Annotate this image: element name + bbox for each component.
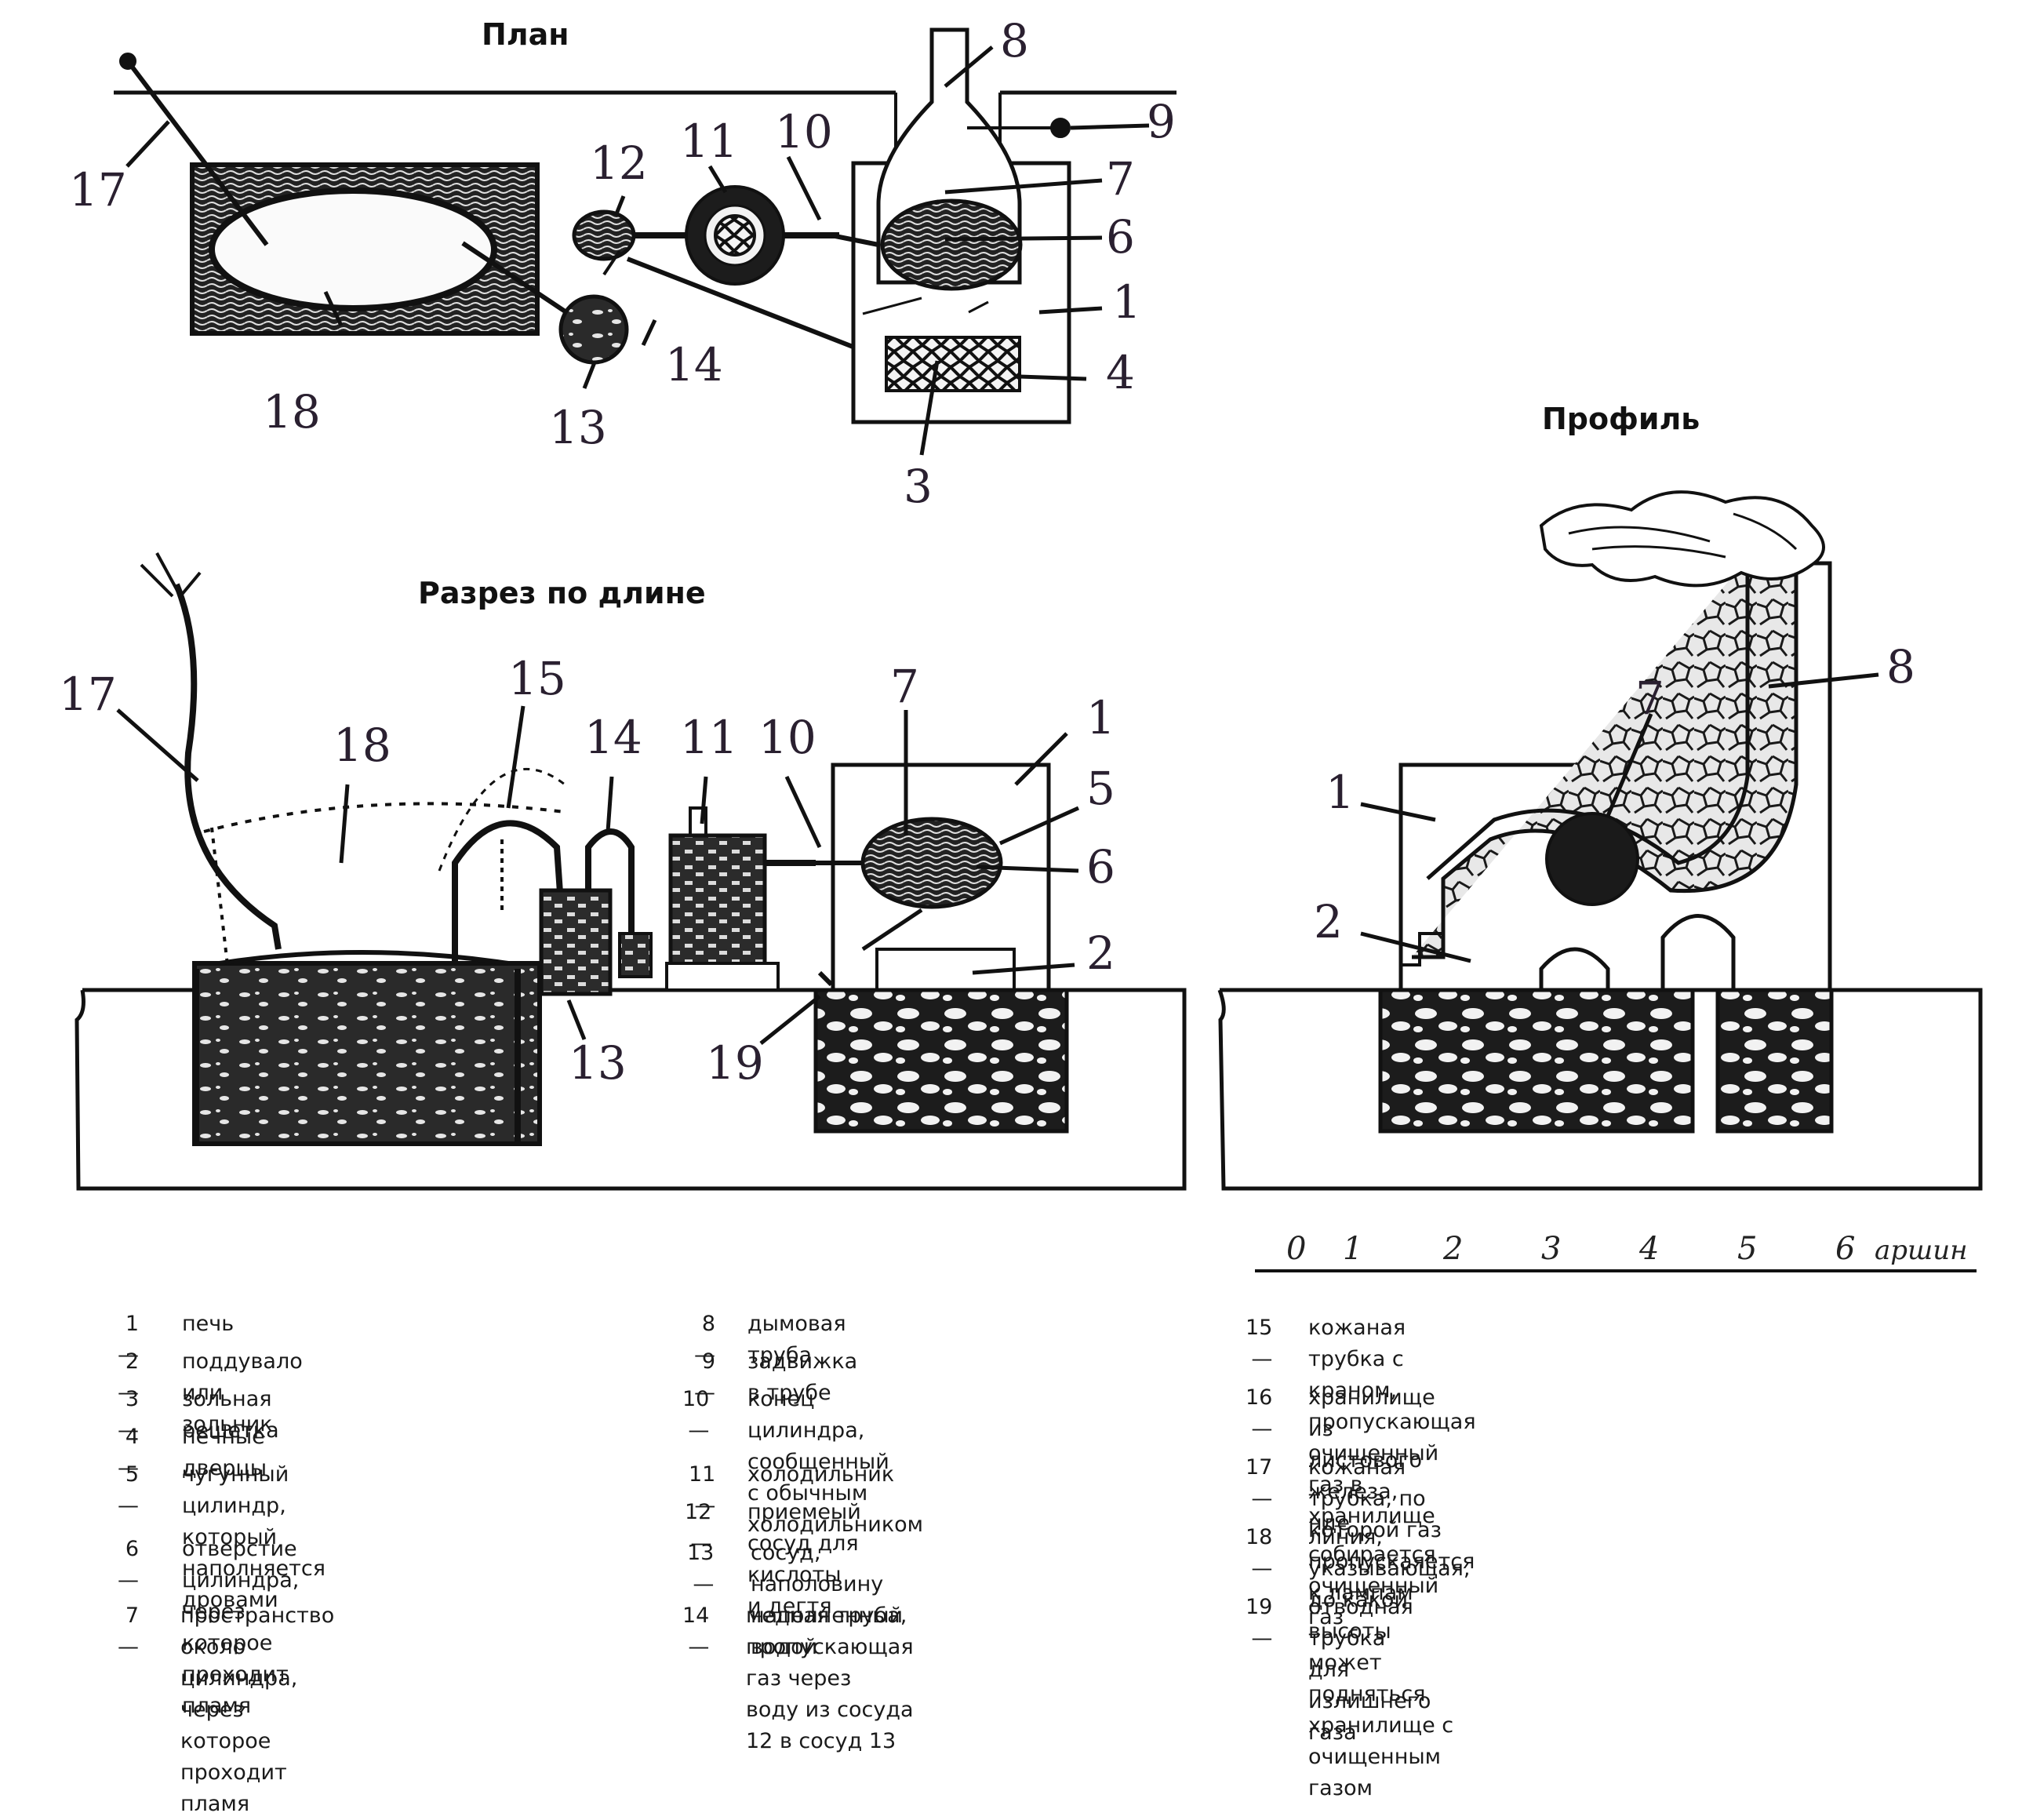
legend-num: 3 —: [118, 1387, 139, 1443]
legend-text: пространство около цилиндра, через котор…: [180, 1603, 335, 1816]
diagram-drawing: 0 1 2 3 4 5 6 аршин: [59, 14, 1983, 1272]
plan-callout-13: 13: [549, 401, 607, 454]
legend-text: холодильник: [747, 1462, 895, 1487]
section-gas-tank: [192, 950, 542, 1146]
plan-callout-10: 10: [775, 105, 833, 158]
legend-text: конец цилиндра, сообщенный с обычным хол…: [747, 1387, 924, 1537]
scale-tick-5: 5: [1737, 1231, 1757, 1267]
legend-num: 1 —: [118, 1312, 139, 1367]
profile-callout-7: 7: [1635, 672, 1664, 725]
plan-callout-9: 9: [1147, 95, 1176, 148]
plan-title: План: [482, 17, 569, 52]
legend-num: 18 —: [1246, 1525, 1273, 1581]
plan-callout-18: 18: [263, 385, 321, 439]
legend-num: 4 —: [118, 1425, 139, 1480]
scale-unit: аршин: [1875, 1235, 1968, 1266]
plan-view: [114, 27, 1177, 424]
plan-vessel-12: [572, 209, 636, 261]
legend-num: 12 —: [685, 1500, 712, 1556]
legend-num: 9 —: [694, 1349, 715, 1405]
legend-num: 10 —: [682, 1387, 710, 1443]
legend-num: 6 —: [118, 1537, 139, 1592]
legend-num: 13 —: [687, 1541, 715, 1596]
section-callout-2: 2: [1086, 926, 1115, 980]
plan-vessel-13: [558, 294, 629, 365]
scale-tick-0: 0: [1286, 1231, 1306, 1267]
scale-bar: 0 1 2 3 4 5 6 аршин: [1255, 1231, 1977, 1272]
section-callout-14: 14: [584, 711, 642, 764]
plan-callout-6: 6: [1106, 210, 1135, 264]
plan-condenser-11: [685, 185, 785, 286]
profile-title: Профиль: [1542, 402, 1700, 436]
legend-text: печь: [182, 1312, 235, 1336]
scale-tick-6: 6: [1835, 1231, 1855, 1267]
section-callout-19: 19: [706, 1036, 764, 1090]
plan-callout-3: 3: [904, 460, 933, 513]
legend-num: 8 —: [694, 1312, 715, 1367]
section-callout-17: 17: [59, 668, 117, 721]
plan-furnace: [831, 27, 1071, 424]
legend-text: хранилище из листового железа, нде собир…: [1308, 1385, 1439, 1629]
legend-text: сосуд, наполовину наполненный водой: [751, 1541, 904, 1659]
legend-text: приемеый сосуд для кислоты и дегтя: [747, 1500, 861, 1618]
profile-view: [1217, 490, 1983, 1191]
legend-num: 7 —: [118, 1603, 139, 1659]
legend-num: 19 —: [1246, 1595, 1273, 1651]
profile-callout-2: 2: [1314, 895, 1343, 948]
plan-callout-12: 12: [590, 136, 648, 190]
section-callout-13: 13: [569, 1036, 627, 1090]
plan-gas-holder: [190, 162, 540, 336]
plan-callout-8: 8: [1000, 14, 1029, 67]
section-furnace: [816, 763, 1051, 992]
legend-text: дымовая труба: [747, 1312, 846, 1367]
legend-num: 11 —: [689, 1462, 716, 1518]
legend-text: кожаная трубка, по которой газ пропуская…: [1308, 1455, 1475, 1605]
section-callout-6: 6: [1086, 840, 1115, 894]
section-callout-18: 18: [333, 719, 391, 772]
scale-tick-1: 1: [1343, 1231, 1362, 1267]
profile-callout-1: 1: [1326, 766, 1355, 819]
legend-num: 14 —: [682, 1603, 710, 1659]
legend-text: печные дверцы: [182, 1425, 267, 1480]
section-callout-15: 15: [508, 652, 566, 705]
scale-tick-4: 4: [1638, 1231, 1659, 1267]
scale-tick-3: 3: [1541, 1231, 1561, 1267]
section-callout-10: 10: [758, 711, 816, 764]
legend-text: поддувало или зольник: [182, 1349, 303, 1436]
legend-num: 2 —: [118, 1349, 139, 1405]
plan-callout-1: 1: [1112, 275, 1141, 329]
legend-text: задвижка в трубе: [747, 1349, 858, 1405]
section-vessel-13: [539, 828, 635, 996]
legend-text: чугунный цилиндр, который наполняется др…: [182, 1462, 325, 1612]
legend-text: отводная трубка для излишнего газа: [1308, 1595, 1431, 1745]
legend-text: кожаная трубка с краном, пропускающая оч…: [1308, 1316, 1476, 1528]
profile-chimney: [1398, 556, 1832, 992]
section-view: [75, 552, 1187, 1191]
section-callout-5: 5: [1086, 762, 1115, 815]
legend-num: 17 —: [1246, 1455, 1273, 1511]
plan-callout-17: 17: [69, 163, 127, 217]
plan-callout-7: 7: [1106, 152, 1135, 206]
plan-callout-11: 11: [680, 115, 738, 168]
section-callout-11: 11: [680, 711, 738, 764]
legend-text: зольная решетка: [182, 1387, 279, 1443]
section-condenser-11: [665, 806, 780, 992]
section-title: Разрез по длине: [418, 576, 706, 610]
plan-callout-4: 4: [1106, 346, 1135, 399]
legend-num: 16 —: [1246, 1385, 1273, 1441]
legend-num: 15 —: [1246, 1316, 1273, 1371]
plan-callout-14: 14: [665, 338, 723, 391]
legend-text: медная труба, пропускающая газ через вод…: [746, 1603, 914, 1753]
legend-num: 5 —: [118, 1462, 139, 1518]
scale-tick-2: 2: [1442, 1231, 1463, 1267]
section-callout-1: 1: [1086, 691, 1115, 744]
section-callout-7: 7: [890, 660, 919, 713]
profile-callout-8: 8: [1886, 640, 1915, 693]
leader-lines: [116, 46, 1879, 1045]
callout-numbers: 17 18 12 11 10 8 9 7 6 1 4 3 14 13 17 18…: [59, 14, 1915, 1090]
